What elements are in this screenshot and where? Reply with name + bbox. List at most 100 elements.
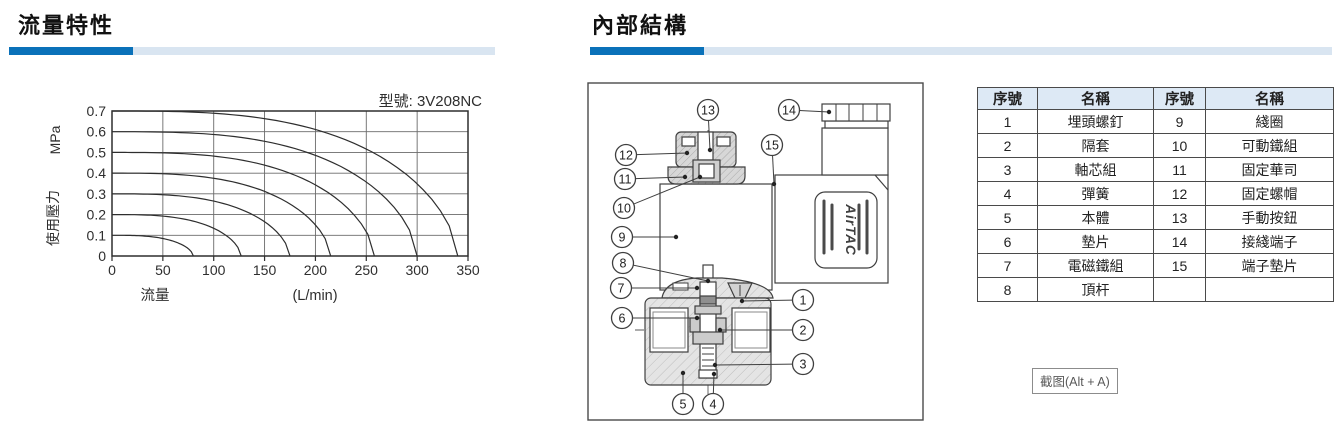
parts-table-cell: 頂杆 xyxy=(1037,277,1154,302)
callout-number: 4 xyxy=(710,398,717,412)
stem-foot xyxy=(698,369,718,379)
callout-leader xyxy=(799,110,830,113)
callout-target-dot xyxy=(684,150,690,156)
callout-number: 7 xyxy=(618,282,625,296)
callout-circle xyxy=(696,98,720,122)
callout-target-dot xyxy=(680,370,686,376)
flow-accent-bar xyxy=(9,47,495,55)
parts-table-cell: 本體 xyxy=(1037,205,1154,230)
x-tick-label: 0 xyxy=(108,262,116,278)
callout-leader xyxy=(635,176,686,180)
y-tick-label: 0 xyxy=(98,248,106,264)
parts-table-cell: 彈簧 xyxy=(1037,181,1154,206)
parts-table-cell: 7 xyxy=(977,253,1038,278)
callout-target-dot xyxy=(694,315,700,321)
callout-target-dot xyxy=(717,327,723,333)
pressure-flow-curve xyxy=(112,193,291,257)
callout-target-dot xyxy=(694,285,700,291)
callout-circle xyxy=(701,392,725,416)
callout-circle xyxy=(791,352,815,376)
button-notch-right xyxy=(716,136,731,147)
flow-accent-bar-dark xyxy=(9,47,133,55)
parts-table-cell: 6 xyxy=(977,229,1038,254)
chart-y-unit-label: MPa xyxy=(47,125,63,154)
structure-accent-bar-dark xyxy=(590,47,704,55)
parts-table-cell: 13 xyxy=(1153,205,1206,230)
chart-curves xyxy=(112,110,459,257)
callout-leader xyxy=(633,176,701,205)
callout-target-dot xyxy=(697,174,703,180)
parts-table-cell: 電磁鐵組 xyxy=(1037,253,1154,278)
parts-table-cell: 可動鐵組 xyxy=(1205,133,1334,158)
pressure-flow-curve xyxy=(112,110,459,257)
y-tick-label: 0.7 xyxy=(87,103,107,119)
callout-number: 13 xyxy=(701,104,715,118)
callout-target-dot xyxy=(711,371,717,377)
chart-plot-border xyxy=(111,110,469,257)
pressure-flow-curve xyxy=(112,214,242,257)
parts-table-header-cell: 序號 xyxy=(977,87,1038,110)
parts-table-header-cell: 名稱 xyxy=(1037,87,1154,110)
callout-number: 5 xyxy=(680,398,687,412)
parts-table-cell: 5 xyxy=(977,205,1038,230)
y-tick-label: 0.3 xyxy=(87,186,107,202)
callout-circle xyxy=(610,225,634,249)
connector-body xyxy=(821,127,889,176)
y-tick-label: 0.5 xyxy=(87,144,107,160)
callout-target-dot xyxy=(705,278,711,284)
parts-table-cell: 8 xyxy=(977,277,1038,302)
y-tick-label: 0.6 xyxy=(87,124,107,140)
pressure-flow-curve xyxy=(112,172,332,257)
callout-circle xyxy=(610,306,634,330)
chart-x-axis-label: 流量 xyxy=(141,287,170,304)
callout-number: 15 xyxy=(765,139,779,153)
port-left xyxy=(649,307,689,353)
x-tick-label: 50 xyxy=(155,262,171,278)
callout-circle xyxy=(760,133,784,157)
callout-number: 8 xyxy=(620,257,627,271)
parts-table-header-cell: 名稱 xyxy=(1205,87,1334,110)
callout-number: 6 xyxy=(619,312,626,326)
parts-table-cell: 9 xyxy=(1153,109,1206,134)
movable-core-slot xyxy=(698,163,715,179)
callout-target-dot xyxy=(712,362,718,368)
pressure-flow-curve xyxy=(112,131,418,257)
parts-table-cell: 2 xyxy=(977,133,1038,158)
brand-speed-lines xyxy=(822,199,869,255)
parts-table-cell: 綫圈 xyxy=(1205,109,1334,134)
parts-table-cell: 固定螺帽 xyxy=(1205,181,1334,206)
x-tick-label: 100 xyxy=(202,262,226,278)
callout-leader xyxy=(772,155,775,185)
parts-table-header-cell: 序號 xyxy=(1153,87,1206,110)
spring-coils xyxy=(702,347,714,367)
callout-circle xyxy=(611,251,635,275)
callout-number: 10 xyxy=(617,202,631,216)
callout-circle xyxy=(791,318,815,342)
pressure-flow-curve xyxy=(112,234,194,257)
callout-circle xyxy=(614,143,638,167)
parts-table-cell: 端子墊片 xyxy=(1205,253,1334,278)
x-tick-label: 300 xyxy=(405,262,429,278)
pressure-flow-curve xyxy=(112,151,375,257)
brand-text: AirTAC xyxy=(843,203,858,256)
callout-leader xyxy=(633,264,709,282)
stem-spacer xyxy=(692,331,724,345)
structure-section-title: 內部結構 xyxy=(592,13,689,38)
structure-accent-bar xyxy=(590,47,1332,55)
coil-housing-chamfer xyxy=(874,174,889,191)
parts-table-cell: 4 xyxy=(977,181,1038,206)
callout-number: 2 xyxy=(800,324,807,338)
callout-circle xyxy=(791,288,815,312)
screenshot-tool-chip[interactable]: 截图(Alt + A) xyxy=(1032,368,1118,394)
connector-base xyxy=(824,120,889,129)
callout-number: 3 xyxy=(800,358,807,372)
callout-target-dot xyxy=(739,298,745,304)
callout-target-dot xyxy=(673,234,679,240)
parts-table-cell: 14 xyxy=(1153,229,1206,254)
